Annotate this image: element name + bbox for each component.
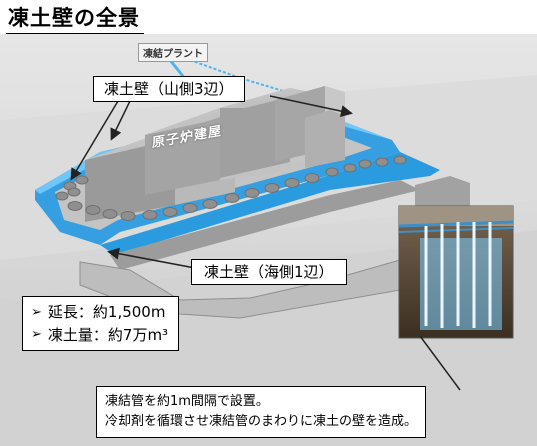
callout-arrows [70,95,461,391]
stat-row: ➢ 凍土量：約7万m³ [31,324,168,347]
tank-row-lower [67,155,407,221]
reactor-buildings [85,86,345,222]
seaside-pier [110,180,420,270]
stats-box: ➢ 延長：約1,500m ➢ 凍土量：約7万m³ [22,296,180,351]
freeze-pipe-inset [398,205,514,339]
stat-row: ➢ 延長：約1,500m [31,301,168,324]
freezing-plant-label: 凍結プラント [138,43,208,62]
arrow-bullet-icon: ➢ [31,304,42,320]
description-line: 冷却剤を循環させ凍結管のまわりに凍土の壁を造成。 [105,414,418,430]
stat-length: 延長：約1,500m [47,303,166,321]
tank-row-upper [55,175,89,201]
arrow-bullet-icon: ➢ [31,327,42,342]
description-line: 凍結管を約1m間隔で設置。 [105,394,269,409]
sea-side-wall [100,152,440,255]
coolant-pipe-2 [189,59,301,97]
sea-side-wall-callout: 凍土壁（海側1辺） [191,259,347,285]
mountain-side-wall-callout: 凍土壁（山側3辺） [93,76,245,102]
stat-volume: 凍土量：約7万m³ [47,325,169,344]
description-box: 凍結管を約1m間隔で設置。 冷却剤を循環させ凍結管のまわりに凍土の壁を造成。 [96,386,427,439]
